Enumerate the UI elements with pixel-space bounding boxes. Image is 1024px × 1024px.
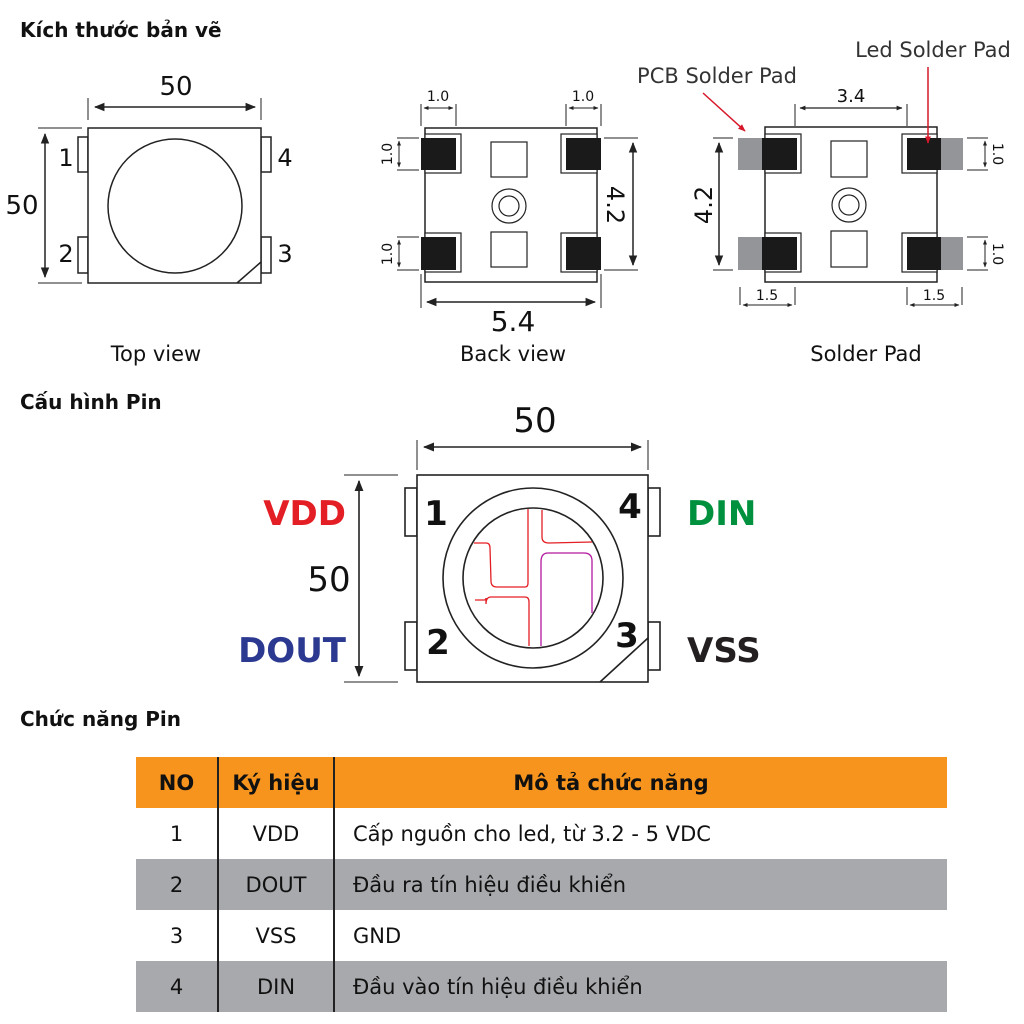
row-description: Đầu vào tín hiệu điều khiển [353, 974, 643, 999]
solder-pad-spacing-label: 4.2 [690, 186, 718, 224]
internal-traces [474, 509, 593, 646]
pin-tab-2 [404, 621, 418, 671]
row-symbol: DOUT [219, 859, 335, 910]
led-pad-1 [762, 138, 797, 170]
row-description: GND [353, 923, 402, 948]
table-header-row: NO Ký hiệu Mô tả chức năng [136, 757, 947, 808]
package-body [87, 127, 262, 284]
pin-tab-3 [647, 621, 661, 671]
section-title-pin-config: Cấu hình Pin [20, 390, 162, 414]
pin-config-diagram [344, 440, 661, 683]
pin-function-table: NO Ký hiệu Mô tả chức năng 1 VDD Cấp ngu… [136, 757, 947, 1012]
back-pad-1 [421, 138, 456, 170]
back-pad-height-top-label: 1.0 [380, 143, 396, 165]
back-pad-2 [421, 237, 456, 270]
header-symbol: Ký hiệu [219, 757, 335, 808]
polarity-notch [599, 637, 649, 683]
solder-pad-len-right-label: 1.5 [923, 288, 945, 304]
table-row: 3 VSS GND [136, 910, 947, 961]
top-view-pin-4: 4 [277, 144, 292, 172]
top-view-pin-3: 3 [277, 240, 292, 268]
led-pad-3 [907, 237, 941, 270]
center-square-top [490, 141, 528, 178]
top-view-height-label: 50 [5, 191, 38, 221]
pin-config-pin-4: 4 [618, 487, 642, 527]
top-view-width-label: 50 [159, 72, 192, 102]
solder-pad-caption: Solder Pad [810, 342, 922, 366]
package-body [416, 474, 649, 683]
pin-tab-2 [77, 236, 89, 274]
row-no: 1 [136, 808, 219, 859]
pin-tab-4 [260, 136, 272, 173]
solder-pad-height-top-label: 1.0 [989, 143, 1005, 165]
back-body-width-label: 5.4 [491, 305, 536, 338]
pin-tab-1 [77, 136, 89, 173]
top-view-pin-2: 2 [58, 240, 73, 268]
led-pad-2 [762, 237, 797, 270]
back-pad-width-right-label: 1.0 [572, 89, 594, 105]
lens-outer-circle [442, 487, 624, 669]
pin-config-pin-1: 1 [424, 494, 448, 534]
pin-tab-3 [260, 236, 272, 274]
back-pad-3 [566, 237, 601, 270]
pcb-solder-pad-label: PCB Solder Pad [637, 64, 797, 88]
table-row: 1 VDD Cấp nguồn cho led, từ 3.2 - 5 VDC [136, 808, 947, 859]
signal-dout-label: DOUT [238, 631, 347, 671]
row-symbol: VSS [219, 910, 335, 961]
pin-config-width-label: 50 [513, 401, 556, 441]
header-description: Mô tả chức năng [513, 770, 709, 795]
section-title-drawing-dimensions: Kích thước bản vẽ [20, 18, 222, 42]
back-view-diagram [397, 104, 638, 308]
section-title-pin-function: Chức năng Pin [20, 707, 181, 731]
signal-vdd-label: VDD [263, 494, 346, 534]
back-pad-4 [566, 138, 601, 170]
led-pad-4 [907, 138, 941, 170]
lens-inner-circle [462, 507, 604, 649]
polarity-notch [236, 261, 262, 284]
back-pad-height-bottom-label: 1.0 [380, 243, 396, 265]
row-symbol: DIN [219, 961, 335, 1012]
solder-pad-height-bottom-label: 1.0 [989, 243, 1005, 265]
pcb-pad-2 [738, 237, 763, 270]
signal-din-label: DIN [687, 494, 756, 534]
table-row: 2 DOUT Đầu ra tín hiệu điều khiển [136, 859, 947, 910]
row-no: 3 [136, 910, 219, 961]
top-view-caption: Top view [110, 342, 201, 366]
pcb-pad-leader-arrow [702, 92, 746, 132]
back-pad-width-left-label: 1.0 [427, 89, 449, 105]
pcb-pad-3 [940, 237, 963, 270]
pin-config-pin-2: 2 [426, 623, 450, 663]
solder-inner-width-label: 3.4 [837, 86, 866, 107]
lens-circle [107, 138, 243, 274]
back-view-caption: Back view [460, 342, 566, 366]
row-symbol: VDD [219, 808, 335, 859]
top-view-diagram [38, 98, 272, 284]
row-description: Đầu ra tín hiệu điều khiển [353, 872, 627, 897]
pcb-pad-4 [940, 138, 963, 170]
back-pad-spacing-label: 4.2 [601, 186, 629, 224]
solder-pad-diagram [702, 67, 988, 307]
header-no: NO [136, 757, 219, 808]
row-no: 2 [136, 859, 219, 910]
pcb-pad-1 [738, 138, 763, 170]
solder-pad-len-left-label: 1.5 [756, 288, 778, 304]
top-view-pin-1: 1 [58, 144, 73, 172]
pin-tab-4 [647, 487, 661, 537]
signal-vss-label: VSS [687, 631, 761, 671]
row-description: Cấp nguồn cho led, từ 3.2 - 5 VDC [353, 821, 711, 846]
row-no: 4 [136, 961, 219, 1012]
diagrams-canvas: 50 50 1 2 3 4 Top view [5, 38, 1011, 683]
center-ring-outer [491, 188, 527, 224]
pin-config-height-label: 50 [307, 560, 350, 600]
center-ring-inner [498, 195, 520, 217]
table-row: 4 DIN Đầu vào tín hiệu điều khiển [136, 961, 947, 1012]
led-solder-pad-label: Led Solder Pad [855, 38, 1011, 62]
pin-config-pin-3: 3 [615, 616, 639, 656]
center-square-bottom [490, 231, 528, 268]
pin-tab-1 [404, 487, 418, 537]
